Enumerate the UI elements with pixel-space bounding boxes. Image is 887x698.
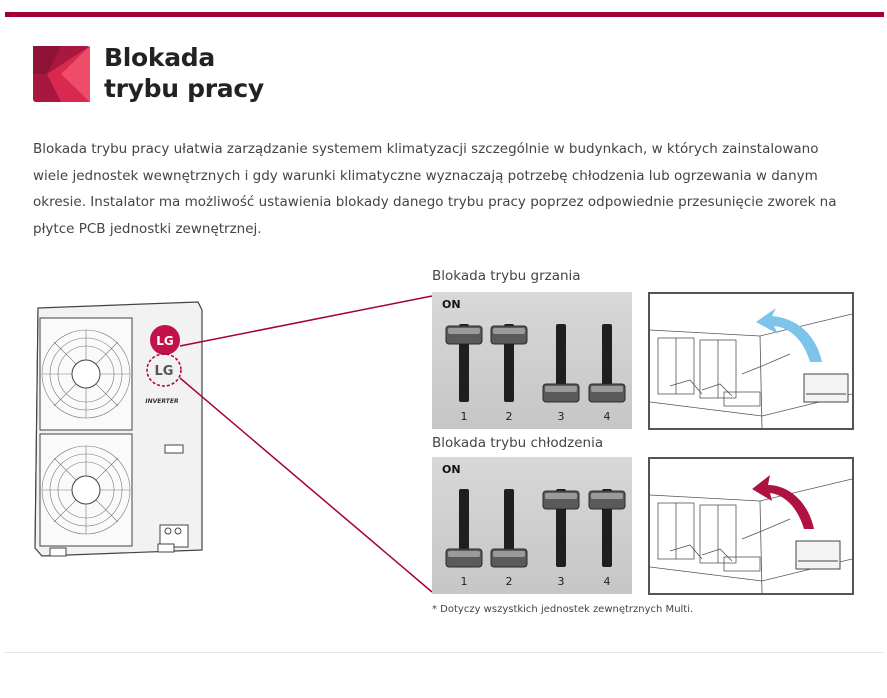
- heating-switch-number-3: 3: [558, 410, 565, 423]
- cooling-on-label: ON: [442, 463, 461, 476]
- cooling-lock-label: Blokada trybu chłodzenia: [432, 435, 604, 451]
- page-title: Blokada trybu pracy: [104, 42, 264, 104]
- svg-text:LG: LG: [156, 334, 174, 348]
- cooling-switch-number-3: 3: [558, 575, 565, 588]
- heating-switch-number-2: 2: [506, 410, 513, 423]
- cooling-switch-1: [445, 489, 483, 568]
- heating-switch-3: [542, 324, 580, 403]
- cooling-airflow-arrow-icon: [752, 475, 814, 529]
- heating-switch-number-1: 1: [461, 410, 468, 423]
- cooling-switch-number-4: 4: [604, 575, 611, 588]
- cooling-switch-4: [588, 489, 626, 567]
- footnote: * Dotyczy wszystkich jednostek zewnętrzn…: [432, 604, 694, 615]
- cooling-switch-number-2: 2: [506, 575, 513, 588]
- top-accent-bar: [5, 12, 884, 17]
- title-line-2: trybu pracy: [104, 74, 264, 103]
- cooling-switch-3: [542, 489, 580, 567]
- heating-airflow-arrow-icon: [756, 308, 822, 362]
- cooling-room-scene: [648, 457, 854, 595]
- heating-dip-switch-panel: ON 1 2 3 4: [432, 292, 632, 429]
- unit-brand-label: LG: [155, 364, 174, 379]
- cooling-switch-number-1: 1: [461, 575, 468, 588]
- heating-switch-4: [588, 324, 626, 403]
- heating-switch-2: [490, 324, 528, 402]
- heating-switch-number-4: 4: [604, 410, 611, 423]
- section-logo-icon: [33, 46, 90, 102]
- heating-on-label: ON: [442, 298, 461, 311]
- description-text: Blokada trybu pracy ułatwia zarządzanie …: [33, 141, 837, 237]
- unit-model-badge: INVERTER: [145, 398, 179, 405]
- heating-lock-label: Blokada trybu grzania: [432, 268, 581, 284]
- outdoor-unit-illustration: LG LG INVERTER: [34, 301, 203, 557]
- cooling-switch-2: [490, 489, 528, 568]
- heating-room-scene: [648, 292, 854, 430]
- heating-switch-1: [445, 324, 483, 402]
- bottom-divider: [5, 652, 884, 653]
- title-line-1: Blokada: [104, 43, 215, 72]
- cooling-dip-switch-panel: ON 1 2 3 4: [432, 457, 632, 594]
